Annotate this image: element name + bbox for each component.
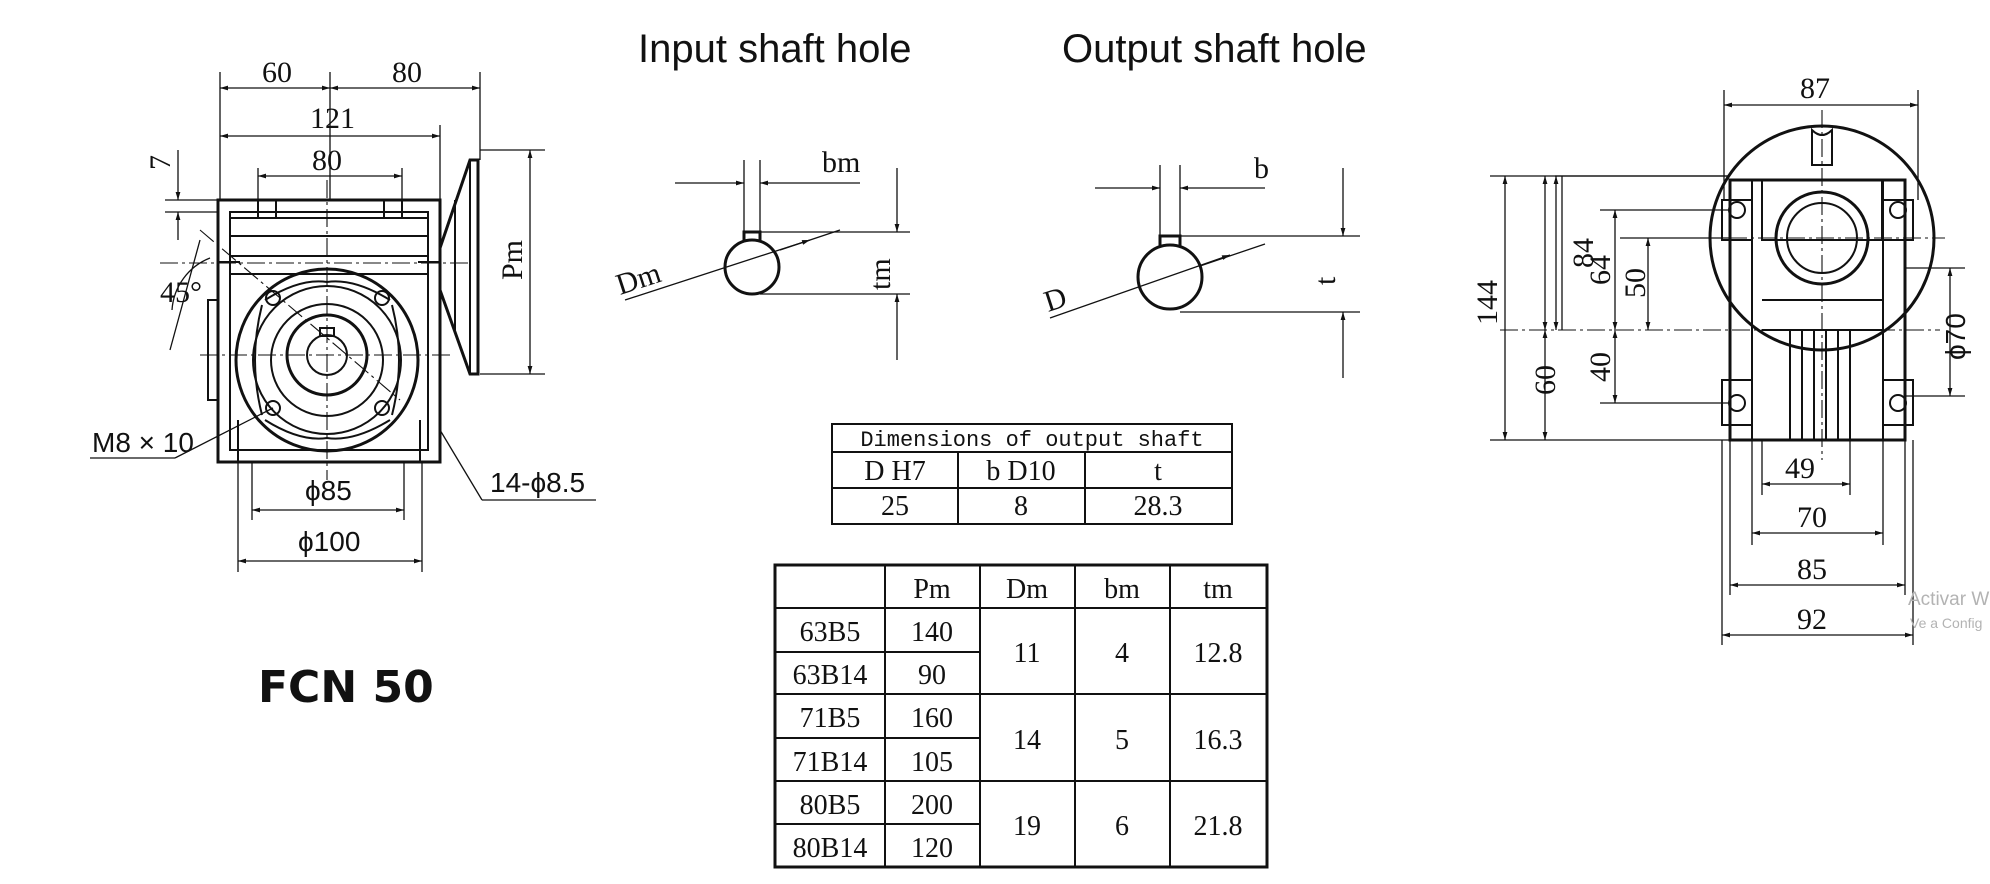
- table-cell-flange: 71B14: [793, 747, 868, 778]
- table-header-bm: bm: [1104, 574, 1140, 605]
- side-dim-84: 84: [1567, 238, 1600, 268]
- table-cell-tm: 12.8: [1194, 638, 1243, 669]
- output-table-value-d: 25: [881, 491, 909, 522]
- activation-watermark-title: Activar W: [1908, 589, 1989, 610]
- table-cell-bm: 6: [1115, 811, 1129, 842]
- table-cell-flange: 80B14: [793, 833, 868, 864]
- side-dim-49: 49: [1785, 452, 1815, 485]
- table-cell-dm: 19: [1013, 811, 1041, 842]
- side-dim-50: 50: [1619, 268, 1652, 298]
- output-shaft-hole-view: b t D: [1040, 152, 1360, 378]
- side-dim-87: 87: [1800, 72, 1830, 105]
- input-tm-label: tm: [864, 258, 897, 290]
- table-header-tm: tm: [1203, 574, 1233, 605]
- table-cell-bm: 5: [1115, 725, 1129, 756]
- output-table-header-d: D H7: [864, 456, 925, 487]
- side-dim-70: 70: [1797, 501, 1827, 534]
- side-view: 87 144 60 84 64 50 40 ϕ70 49: [1471, 72, 1971, 645]
- table-cell-pm: 160: [911, 703, 953, 734]
- output-table-header-b: b D10: [986, 456, 1055, 487]
- dim-80-top: 80: [392, 56, 422, 89]
- output-shaft-table: Dimensions of output shaft D H7 b D10 t …: [831, 423, 1233, 525]
- output-table-title: Dimensions of output shaft: [860, 428, 1203, 453]
- side-dim-92: 92: [1797, 603, 1827, 636]
- table-cell-dm: 11: [1014, 638, 1041, 669]
- input-dm-label: Dm: [612, 256, 665, 301]
- thread-label: M8 × 10: [92, 427, 194, 458]
- side-dim-40: 40: [1584, 352, 1617, 382]
- side-dim-64: 64: [1584, 255, 1617, 285]
- output-shaft-title: Output shaft hole: [1062, 27, 1367, 71]
- table-cell-pm: 140: [911, 617, 953, 648]
- dim-pm: Pm: [496, 240, 529, 280]
- model-name: FCN 50: [258, 662, 434, 713]
- holes-label: 14-ϕ8.5: [490, 467, 585, 498]
- table-cell-pm: 200: [911, 790, 953, 821]
- input-shaft-hole-view: bm tm Dm: [612, 146, 910, 360]
- output-table-value-b: 8: [1014, 491, 1028, 522]
- table-cell-tm: 16.3: [1194, 725, 1243, 756]
- table-cell-flange: 80B5: [800, 790, 861, 821]
- table-cell-pm: 120: [911, 833, 953, 864]
- table-cell-flange: 63B14: [793, 660, 868, 691]
- dim-80: 80: [312, 144, 342, 177]
- table-cell-flange: 71B5: [800, 703, 861, 734]
- input-flange-table: Pm Dm bm tm 63B5 140 63B14 90 11 4 12.8 …: [773, 563, 1269, 869]
- side-dim-85: 85: [1797, 553, 1827, 586]
- dim-7: 7: [144, 155, 177, 170]
- dim-phi85: ϕ85: [305, 475, 352, 506]
- table-header-dm: Dm: [1006, 574, 1048, 605]
- input-bm-label: bm: [822, 146, 860, 179]
- output-t-label: t: [1309, 276, 1342, 285]
- table-cell-tm: 21.8: [1194, 811, 1243, 842]
- output-b-label: b: [1254, 152, 1269, 185]
- table-cell-flange: 63B5: [800, 617, 861, 648]
- dim-phi100: ϕ100: [298, 526, 360, 557]
- output-table-value-t: 28.3: [1134, 491, 1183, 522]
- output-d-label: D: [1040, 281, 1071, 319]
- table-header-pm: Pm: [913, 574, 951, 605]
- input-shaft-title: Input shaft hole: [638, 27, 912, 71]
- side-dim-60: 60: [1529, 365, 1562, 395]
- output-table-header-t: t: [1154, 456, 1162, 487]
- dim-60: 60: [262, 56, 292, 89]
- angle-45: 45°: [160, 276, 202, 309]
- table-cell-pm: 105: [911, 747, 953, 778]
- table-cell-pm: 90: [918, 660, 946, 691]
- table-cell-bm: 4: [1115, 638, 1129, 669]
- activation-watermark-subtitle: Ve a Config: [1910, 615, 1982, 631]
- front-view: 60 80 121 80 7 45° Pm M8 × 10 14-ϕ8.5: [90, 56, 596, 572]
- side-dim-phi70: ϕ70: [1940, 313, 1971, 360]
- table-cell-dm: 14: [1013, 725, 1041, 756]
- dim-121: 121: [310, 102, 355, 135]
- side-dim-144: 144: [1471, 280, 1504, 325]
